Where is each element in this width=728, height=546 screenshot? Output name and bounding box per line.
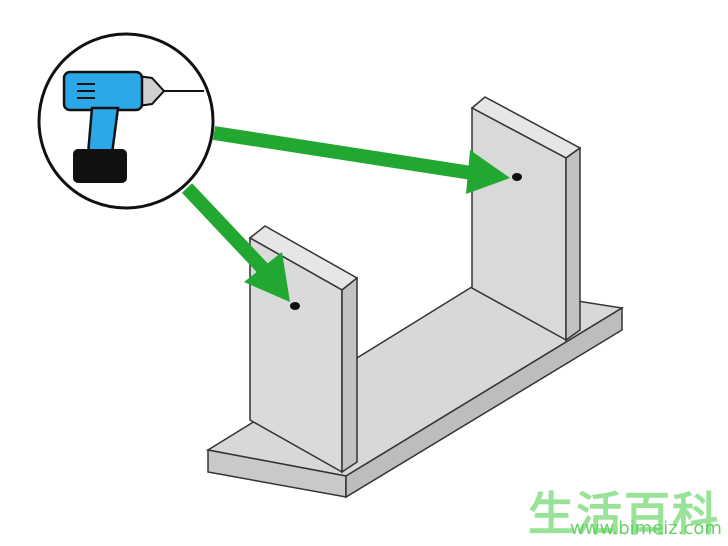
left-panel	[248, 225, 359, 474]
arrow-to-left-hole	[181, 183, 290, 302]
watermark-brand: 生活百科	[528, 487, 720, 541]
right-panel	[470, 96, 582, 342]
arrow-to-right-hole	[212, 126, 510, 194]
right-drill-hole	[512, 173, 522, 181]
drill-icon	[62, 70, 204, 183]
left-drill-hole	[290, 302, 300, 310]
watermark-url: www.bimeiz.com	[570, 518, 722, 539]
drill-callout	[37, 32, 215, 210]
